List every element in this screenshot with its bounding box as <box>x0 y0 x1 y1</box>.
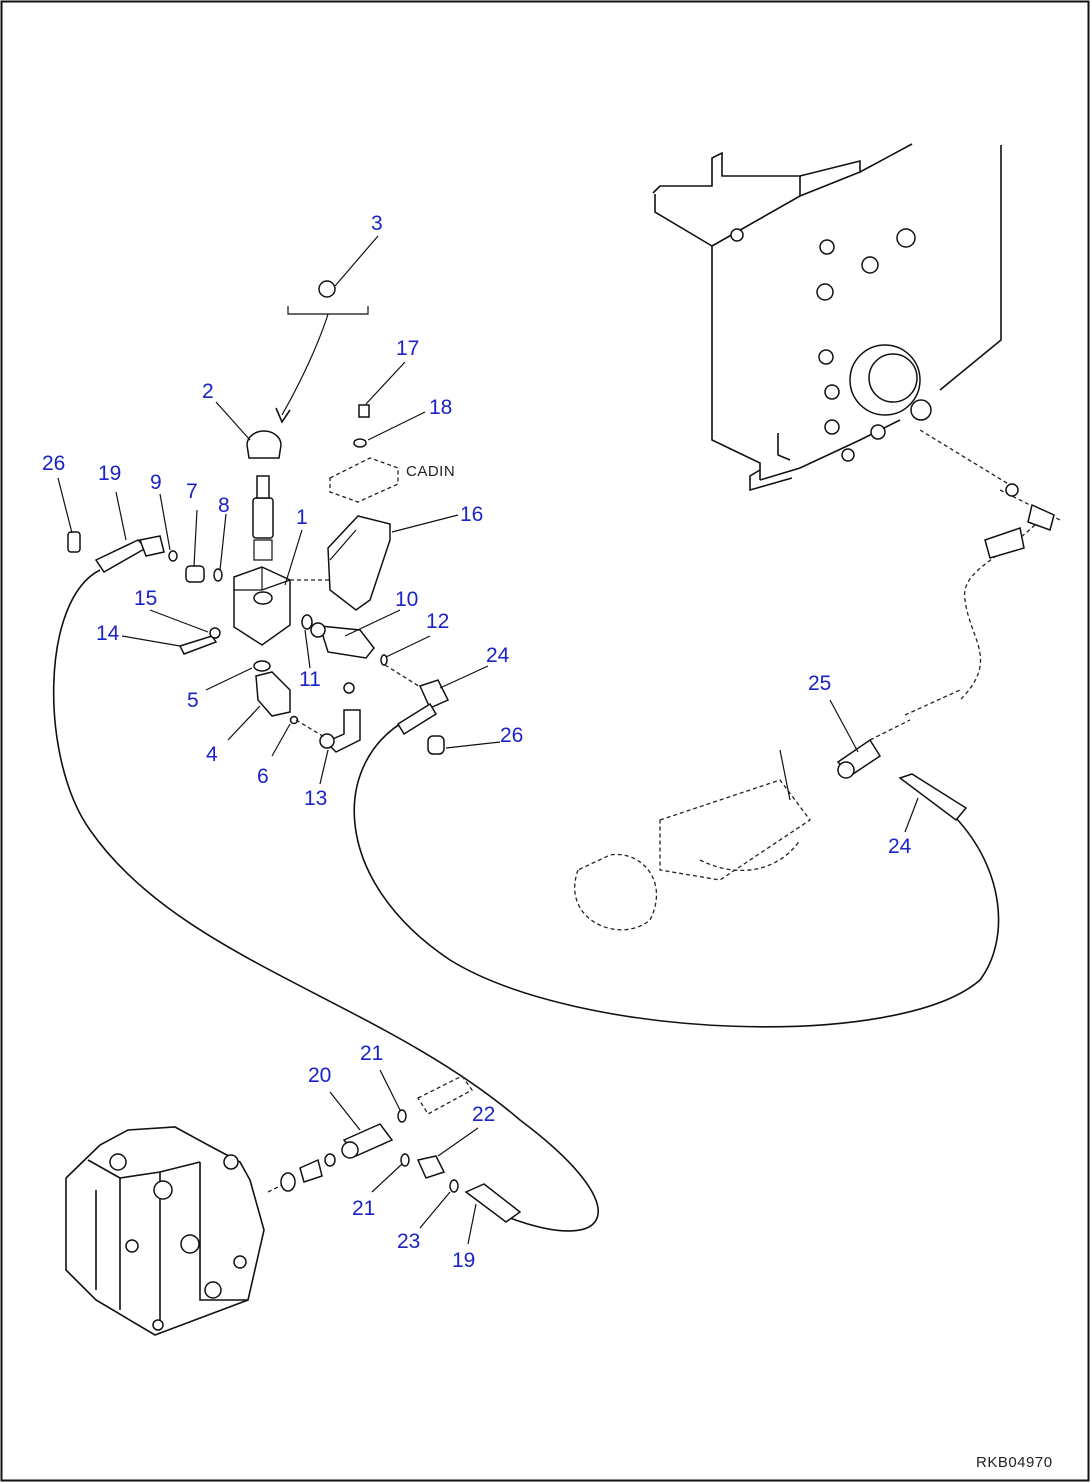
callout-15: 15 <box>134 587 157 610</box>
callout-10: 10 <box>395 588 418 611</box>
callout-7: 7 <box>186 480 198 503</box>
callout-24-center: 24 <box>486 644 510 667</box>
callout-12: 12 <box>426 610 449 633</box>
callout-3: 3 <box>371 212 383 235</box>
callout-19-bottom: 19 <box>452 1249 475 1272</box>
callout-6: 6 <box>257 765 269 788</box>
callout-17: 17 <box>396 337 419 360</box>
callout-20: 20 <box>308 1064 331 1087</box>
callout-9: 9 <box>150 471 162 494</box>
callout-5: 5 <box>187 689 199 712</box>
callout-19-top: 19 <box>98 462 121 485</box>
callout-24-right: 24 <box>888 835 912 858</box>
bottom-fittings <box>280 1075 522 1223</box>
callout-14: 14 <box>96 622 120 645</box>
callout-1: 1 <box>296 506 308 529</box>
valve-assembly <box>168 280 399 753</box>
callout-8: 8 <box>218 494 230 517</box>
hose-routing <box>52 429 1041 1232</box>
drawing-reference-code: RKB04970 <box>976 1454 1053 1471</box>
hose-end-top-left <box>67 531 165 573</box>
callout-26-top: 26 <box>42 452 65 475</box>
callout-2: 2 <box>202 380 214 403</box>
callout-13: 13 <box>304 787 327 810</box>
callout-11: 11 <box>299 668 321 691</box>
callout-22: 22 <box>472 1103 495 1126</box>
transmission-housing <box>652 143 1002 492</box>
callout-18: 18 <box>429 396 452 419</box>
callout-16: 16 <box>460 503 483 526</box>
callout-23: 23 <box>397 1230 420 1253</box>
pump-block <box>65 1126 265 1336</box>
callout-4: 4 <box>206 743 218 766</box>
hose-end-center <box>396 679 450 755</box>
callout-25: 25 <box>808 672 831 695</box>
callout-26-center: 26 <box>500 724 523 747</box>
cadin-label: CADIN <box>406 463 455 480</box>
callout-21-bottom: 21 <box>352 1197 375 1220</box>
callout-labels: 1 2 3 4 5 6 7 8 9 10 11 12 13 14 15 16 1… <box>42 212 912 1272</box>
callout-21-top: 21 <box>360 1042 383 1065</box>
leader-lines <box>57 235 919 1245</box>
pump-fittings-right <box>574 483 1061 931</box>
